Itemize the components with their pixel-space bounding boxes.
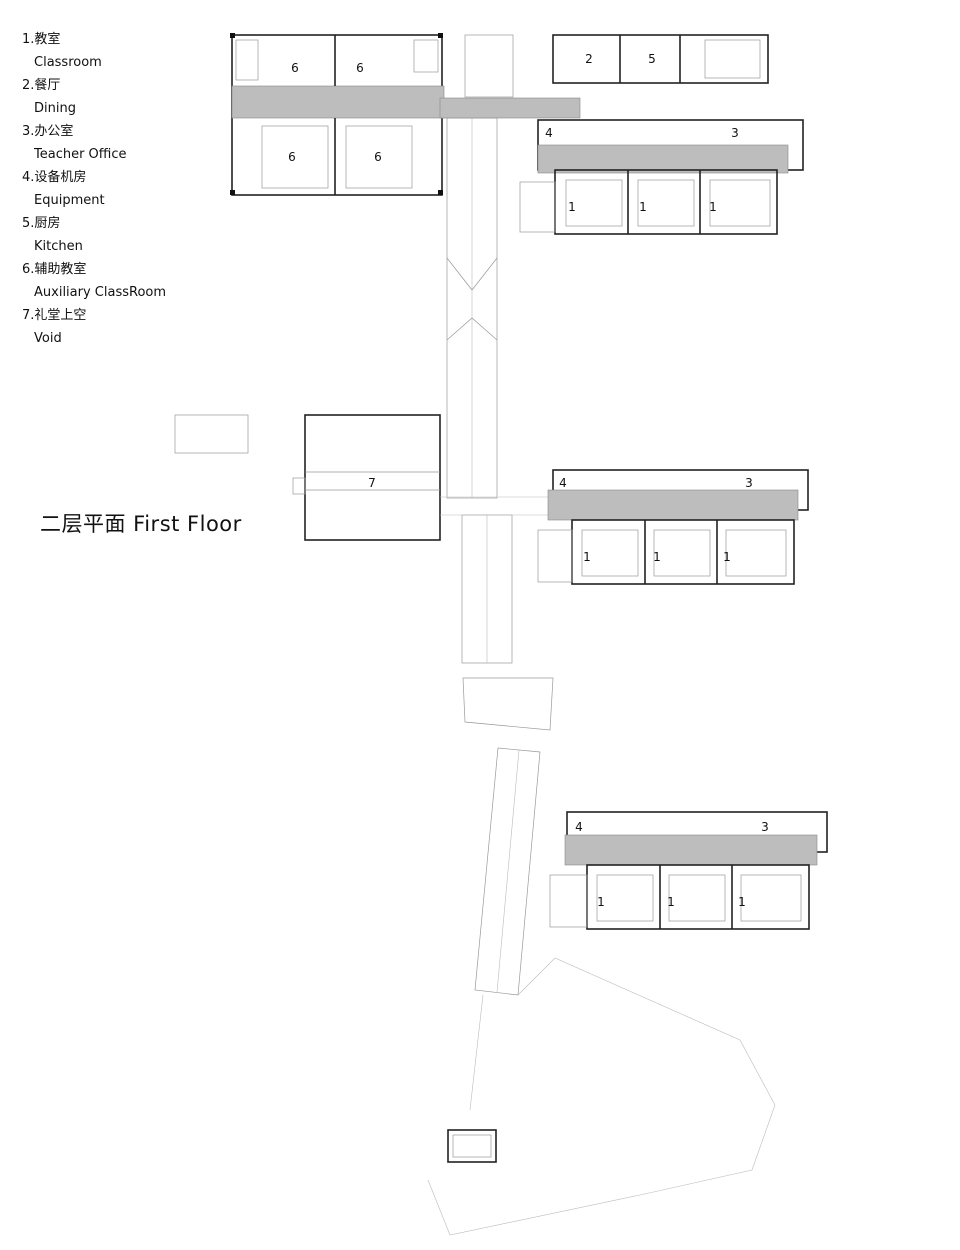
- room-label-aux: 6: [374, 150, 382, 164]
- room-label-equipment: 4: [545, 126, 553, 140]
- room-label-office: 3: [731, 126, 739, 140]
- classroom-block-b: 4 3 1 1 1: [537, 469, 809, 585]
- legend-item-void: 7.礼堂上空 Void: [22, 304, 222, 350]
- room-label-classroom: 1: [667, 895, 675, 909]
- room-label-classroom: 1: [568, 200, 576, 214]
- legend-zh: 2.餐厅: [22, 78, 61, 93]
- legend-item-kitchen: 5.厨房 Kitchen: [22, 212, 222, 258]
- room-label-kitchen: 5: [648, 52, 656, 66]
- legend-item-equipment: 4.设备机房 Equipment: [22, 166, 222, 212]
- legend-en: Kitchen: [34, 239, 83, 254]
- aux-classroom-block: 6 6 6 6: [230, 33, 581, 196]
- legend-zh: 7.礼堂上空: [22, 308, 87, 323]
- classroom-block-c: 4 3 1 1 1: [549, 811, 828, 930]
- legend-zh: 4.设备机房: [22, 170, 87, 185]
- legend-zh: 5.厨房: [22, 216, 61, 231]
- legend-item-classroom: 1.教室 Classroom: [22, 28, 222, 74]
- central-walkway: [427, 34, 776, 1236]
- legend: 1.教室 Classroom 2.餐厅 Dining 3.办公室 Teacher…: [22, 28, 222, 350]
- room-label-classroom: 1: [709, 200, 717, 214]
- room-label-void: 7: [368, 476, 376, 490]
- room-label-classroom: 1: [583, 550, 591, 564]
- room-label-classroom: 1: [738, 895, 746, 909]
- room-label-aux: 6: [291, 61, 299, 75]
- room-label-office: 3: [745, 476, 753, 490]
- legend-en: Equipment: [34, 193, 105, 208]
- room-label-aux: 6: [288, 150, 296, 164]
- auditorium-void: 7: [174, 414, 555, 541]
- legend-en: Dining: [34, 101, 76, 116]
- legend-en: Classroom: [34, 55, 102, 70]
- legend-zh: 1.教室: [22, 32, 61, 47]
- legend-en: Void: [34, 331, 62, 346]
- classroom-block-a: 4 3 1 1 1: [519, 119, 804, 235]
- legend-en: Teacher Office: [34, 147, 127, 162]
- dining-kitchen-block: 2 5: [552, 34, 769, 84]
- plan-title: 二层平面 First Floor: [40, 512, 242, 536]
- room-label-equipment: 4: [559, 476, 567, 490]
- bottom-platform: [447, 1129, 497, 1163]
- room-label-dining: 2: [585, 52, 593, 66]
- legend-item-office: 3.办公室 Teacher Office: [22, 120, 222, 166]
- room-label-aux: 6: [356, 61, 364, 75]
- room-label-classroom: 1: [653, 550, 661, 564]
- room-label-classroom: 1: [639, 200, 647, 214]
- room-label-office: 3: [761, 820, 769, 834]
- room-label-classroom: 1: [723, 550, 731, 564]
- legend-zh: 3.办公室: [22, 124, 74, 139]
- room-label-classroom: 1: [597, 895, 605, 909]
- legend-zh: 6.辅助教室: [22, 262, 87, 277]
- room-label-equipment: 4: [575, 820, 583, 834]
- legend-item-dining: 2.餐厅 Dining: [22, 74, 222, 120]
- legend-item-auxiliary: 6.辅助教室 Auxiliary ClassRoom: [22, 258, 222, 304]
- legend-en: Auxiliary ClassRoom: [34, 285, 167, 300]
